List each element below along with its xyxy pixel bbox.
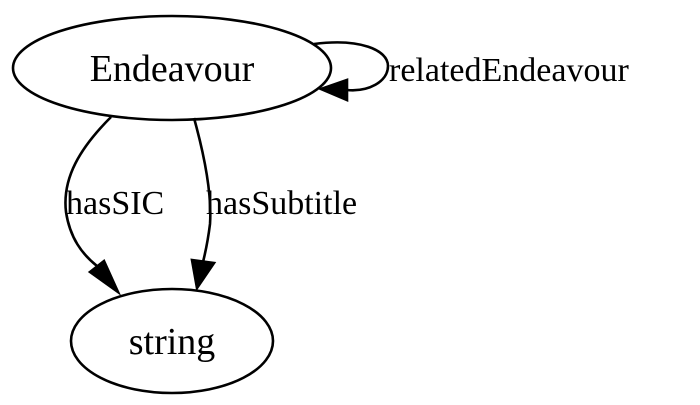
- edge-has-subtitle: hasSubtitle: [190, 117, 357, 292]
- edge-has-sic: hasSIC: [64, 116, 164, 296]
- edge-related-endeavour-arrowhead: [317, 78, 349, 102]
- edge-has-subtitle-arrowhead: [190, 258, 217, 292]
- node-string-ellipse: [69, 287, 275, 395]
- node-string: string: [69, 287, 275, 395]
- edge-has-subtitle-line: [192, 117, 212, 263]
- edge-has-sic-label: hasSIC: [66, 185, 164, 222]
- edge-related-endeavour-line: [313, 41, 390, 92]
- node-string-label: string: [129, 321, 216, 363]
- edge-related-endeavour: relatedEndeavour: [313, 41, 629, 102]
- edge-has-sic-line: [64, 116, 112, 268]
- edge-has-subtitle-label: hasSubtitle: [206, 185, 357, 222]
- node-endeavour-ellipse: [11, 14, 333, 122]
- node-endeavour-label: Endeavour: [90, 48, 255, 90]
- edge-related-endeavour-label: relatedEndeavour: [389, 52, 629, 89]
- edge-has-sic-arrowhead: [87, 258, 122, 296]
- node-endeavour: Endeavour: [11, 14, 333, 122]
